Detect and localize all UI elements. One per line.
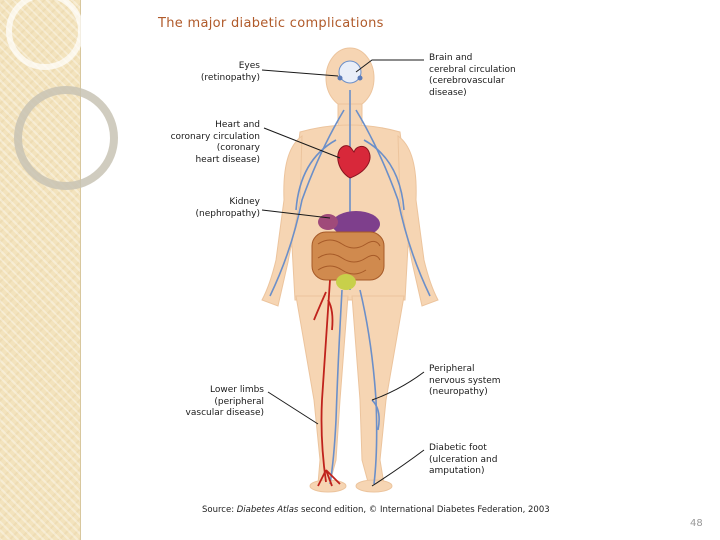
label-eyes: Eyes (retinopathy) [180, 61, 260, 84]
page-number: 48 [690, 518, 703, 529]
kidney-organ-left [318, 214, 338, 230]
label-limbs-line-3: vascular disease) [185, 408, 264, 418]
leader-lines [261, 59, 425, 487]
label-kidney: Kidney (nephropathy) [180, 197, 260, 220]
label-lower-limbs: Lower limbs (peripheral vascular disease… [170, 385, 264, 420]
heart-organ [337, 145, 371, 179]
decorative-ring [14, 86, 118, 190]
label-brain-line-2: cerebral circulation [429, 64, 516, 75]
label-nervous-line-1: Peripheral [429, 364, 475, 374]
label-kidney-condition: (nephropathy) [195, 208, 260, 219]
label-heart-line-1: Heart and [215, 120, 260, 130]
intestine-organ [311, 231, 385, 290]
label-brain: Brain and cerebral circulation (cerebrov… [429, 53, 516, 99]
source-title: Diabetes Atlas [236, 505, 299, 515]
label-foot-line-1: Diabetic foot [429, 443, 487, 453]
kidney-organ [332, 211, 380, 237]
label-foot-line-3: amputation) [429, 466, 485, 476]
slide-title: The major diabetic complications [158, 16, 384, 31]
label-limbs-line-2: (peripheral [214, 396, 264, 407]
source-citation: Source: Diabetes Atlas second edition, ©… [202, 505, 550, 515]
label-nervous-line-3: (neuropathy) [429, 387, 488, 397]
brain-eyes [337, 60, 363, 84]
label-brain-line-1: Brain and [429, 53, 473, 63]
label-heart: Heart and coronary circulation (coronary… [150, 120, 260, 166]
label-brain-line-4: disease) [429, 87, 467, 98]
source-prefix: Source: [202, 505, 237, 515]
label-eyes-condition: (retinopathy) [200, 72, 260, 83]
label-kidney-name: Kidney [229, 197, 260, 207]
label-heart-line-4: heart disease) [195, 154, 260, 165]
label-peripheral-nervous: Peripheral nervous system (neuropathy) [429, 364, 501, 399]
label-nervous-line-2: nervous system [429, 375, 501, 386]
leg-artery [313, 279, 341, 487]
label-diabetic-foot: Diabetic foot (ulceration and amputation… [429, 443, 497, 478]
label-limbs-line-1: Lower limbs [210, 385, 264, 395]
source-suffix: second edition, © International Diabetes… [298, 505, 550, 515]
label-eyes-name: Eyes [238, 61, 260, 71]
nerve-network [269, 90, 431, 485]
label-heart-line-2: coronary circulation [170, 131, 260, 142]
label-foot-line-2: (ulceration and [429, 454, 498, 465]
decorative-side-panel [0, 0, 118, 540]
label-heart-line-3: (coronary [216, 143, 260, 153]
decorative-ring [6, 0, 84, 70]
label-brain-line-3: (cerebrovascular [429, 76, 505, 86]
